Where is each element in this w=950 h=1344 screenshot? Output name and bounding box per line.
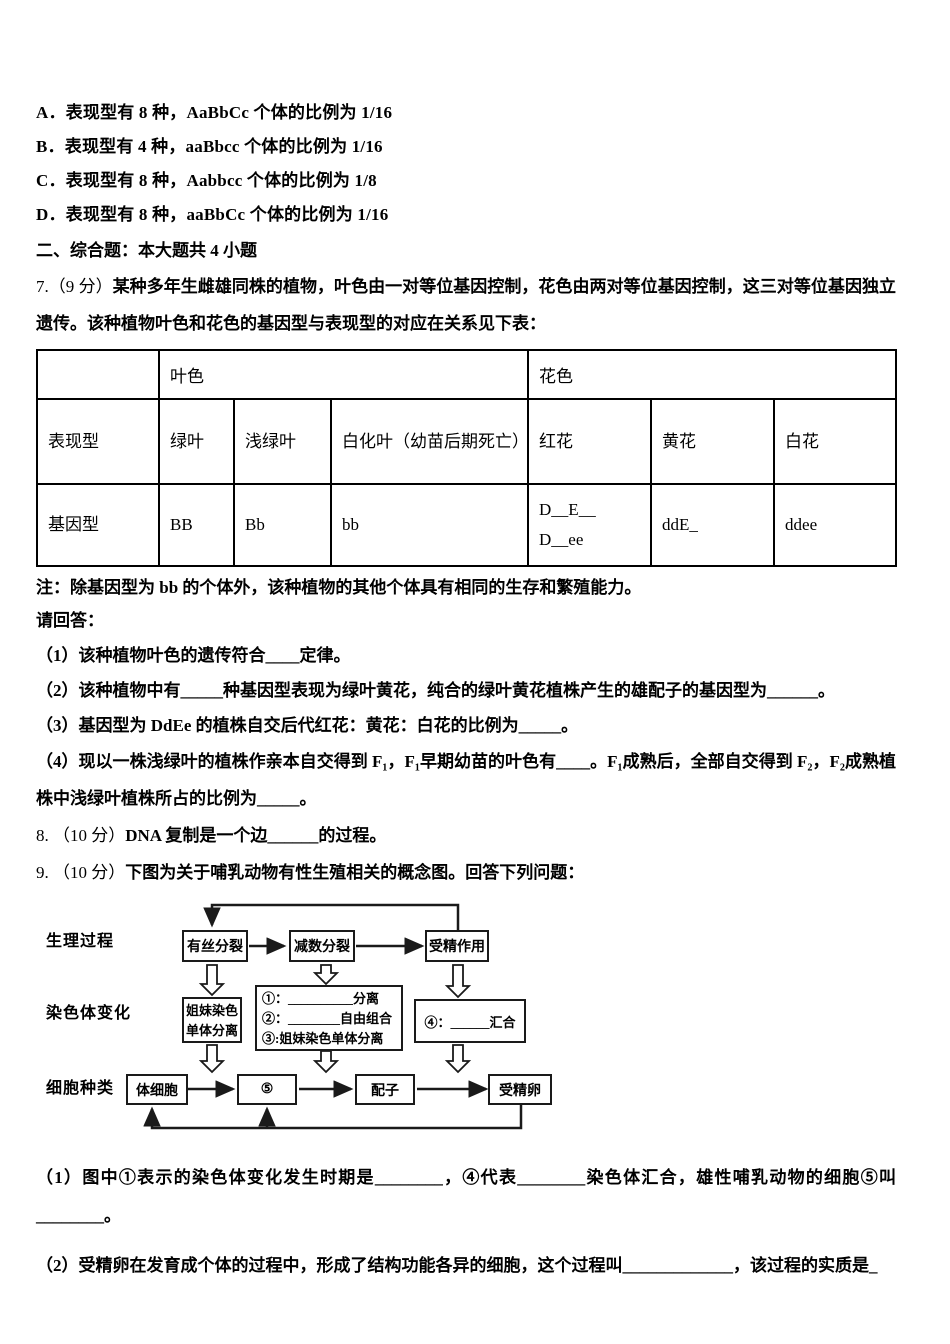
table-header-leaf-color: 叶色	[157, 349, 530, 400]
option-b: B．表现型有 4 种，aaBbcc 个体的比例为 1/16	[36, 137, 383, 156]
option-d: D．表现型有 8 种，aaBbCc 个体的比例为 1/16	[36, 205, 389, 224]
section-header: 二、综合题：本大题共 4 小题	[36, 241, 257, 260]
diagram-box-chromosome-confluence: ④：______汇合	[414, 999, 526, 1043]
diagram-connectors	[143, 903, 523, 1130]
table-row-groups: 叶色 花色	[36, 349, 898, 400]
phenotype-green: 绿叶	[158, 398, 235, 485]
exam-content: A．表现型有 8 种，AaBbCc 个体的比例为 1/16 B．表现型有 4 种…	[36, 96, 898, 1285]
diagram-box-sister-chromatid-separation: 姐妹染色单体分离	[182, 997, 242, 1043]
q7-sub3: （3）基因型为 DdEe 的植株自交后代红花：黄花：白花的比例为_____。	[36, 716, 579, 735]
genotype-light-green: Bb	[233, 483, 332, 567]
phenotype-row-label: 表现型	[36, 398, 160, 485]
block-arrow-icons-row2	[198, 1044, 472, 1074]
q9-sub1: （1）图中①表示的染色体变化发生时期是________，④代表________染…	[36, 1168, 896, 1225]
block-arrow-icons-row1	[198, 964, 472, 999]
meiosis-change-line-2: ②：________自由组合	[262, 1011, 393, 1026]
meiosis-change-line-3: ③:姐妹染色单体分离	[262, 1031, 384, 1046]
q9-sub2: （2）受精卵在发育成个体的过程中，形成了结构功能各异的细胞，这个过程叫_____…	[36, 1256, 878, 1275]
table-corner-cell	[36, 349, 160, 400]
question-8: 8. （10 分）DNA 复制是一个边______的过程。	[36, 817, 896, 854]
genotype-red-line2: D__ee	[539, 530, 584, 549]
diagram-box-fertilization: 受精作用	[425, 930, 489, 962]
question-8-number: 8.	[36, 826, 49, 845]
table-header-flower-color: 花色	[527, 349, 898, 400]
question-7-score: （9 分）	[48, 277, 113, 296]
q7-sub1: （1）该种植物叶色的遗传符合____定律。	[36, 646, 351, 665]
question-9-score: （10 分）	[53, 863, 126, 882]
genotype-albino: bb	[329, 483, 530, 567]
diagram-box-somatic-cell: 体细胞	[126, 1074, 188, 1105]
genotype-red-line1: D__E__	[539, 500, 596, 519]
question-8-score: （10 分）	[53, 826, 126, 845]
diagram-box-mitosis: 有丝分裂	[182, 930, 248, 962]
genotype-green: BB	[158, 483, 235, 567]
arrow-feedback-top	[203, 903, 460, 930]
question-9-number: 9.	[36, 863, 49, 882]
q7-sub2: （2）该种植物中有_____种基因型表现为绿叶黄花，纯合的绿叶黄花植株产生的雄配…	[36, 681, 835, 700]
genotype-row-label: 基因型	[36, 483, 160, 567]
table-row-phenotype: 表现型 绿叶 浅绿叶 白化叶（幼苗后期死亡） 红花 黄花 白花	[36, 398, 898, 485]
genotype-red: D__E__ D__ee	[527, 483, 653, 567]
q7-sub4: （4）现以一株浅绿叶的植株作亲本自交得到 F₁，F₁早期幼苗的叶色有____。F…	[36, 752, 896, 808]
question-8-text: DNA 复制是一个边______的过程。	[125, 826, 387, 845]
diagram-label-cell-type: 细胞种类	[46, 1080, 115, 1097]
diagram-label-chromosome-change: 染色体变化	[46, 1005, 132, 1022]
genotype-phenotype-table: 叶色 花色 表现型 绿叶 浅绿叶 白化叶（幼苗后期死亡） 红花 黄花 白花 基因…	[36, 349, 898, 567]
genotype-white: ddee	[773, 483, 898, 567]
reproduction-concept-diagram: 生理过程 染色体变化 细胞种类 有丝分裂 减数分裂 受精作用 姐妹染色单体分离 …	[36, 897, 896, 1149]
diagram-box-zygote: 受精卵	[488, 1074, 552, 1105]
question-7-intro: 7.（9 分）某种多年生雌雄同株的植物，叶色由一对等位基因控制，花色由两对等位基…	[36, 268, 896, 342]
phenotype-albino: 白化叶（幼苗后期死亡）	[329, 398, 530, 485]
question-9: 9. （10 分）下图为关于哺乳动物有性生殖相关的概念图。回答下列问题：	[36, 854, 896, 891]
phenotype-red: 红花	[527, 398, 653, 485]
diagram-box-meiosis: 减数分裂	[289, 930, 355, 962]
diagram-box-meiosis-changes: ①：__________分离 ②：________自由组合 ③:姐妹染色单体分离	[255, 985, 403, 1051]
arrow-feedback-bottom	[143, 1105, 523, 1130]
table-note: 注：除基因型为 bb 的个体外，该种植物的其他个体具有相同的生存和繁殖能力。	[36, 578, 642, 597]
answer-prompt: 请回答：	[36, 611, 104, 630]
meiosis-change-line-1: ①：__________分离	[262, 991, 380, 1006]
table-row-genotype: 基因型 BB Bb bb D__E__ D__ee ddE_ ddee	[36, 483, 898, 567]
question-7-number: 7.	[36, 277, 49, 296]
question-7-text: 某种多年生雌雄同株的植物，叶色由一对等位基因控制，花色由两对等位基因控制，这三对…	[36, 277, 897, 333]
diagram-box-cell-5: ⑤	[237, 1074, 297, 1105]
option-a: A．表现型有 8 种，AaBbCc 个体的比例为 1/16	[36, 103, 393, 122]
option-c: C．表现型有 8 种，Aabbcc 个体的比例为 1/8	[36, 171, 377, 190]
phenotype-yellow: 黄花	[650, 398, 776, 485]
diagram-box-gamete: 配子	[355, 1074, 415, 1105]
diagram-label-physiological-process: 生理过程	[46, 933, 115, 950]
question-9-text: 下图为关于哺乳动物有性生殖相关的概念图。回答下列问题：	[125, 863, 585, 882]
genotype-yellow: ddE_	[650, 483, 776, 567]
phenotype-white: 白花	[773, 398, 898, 485]
phenotype-light-green: 浅绿叶	[233, 398, 332, 485]
